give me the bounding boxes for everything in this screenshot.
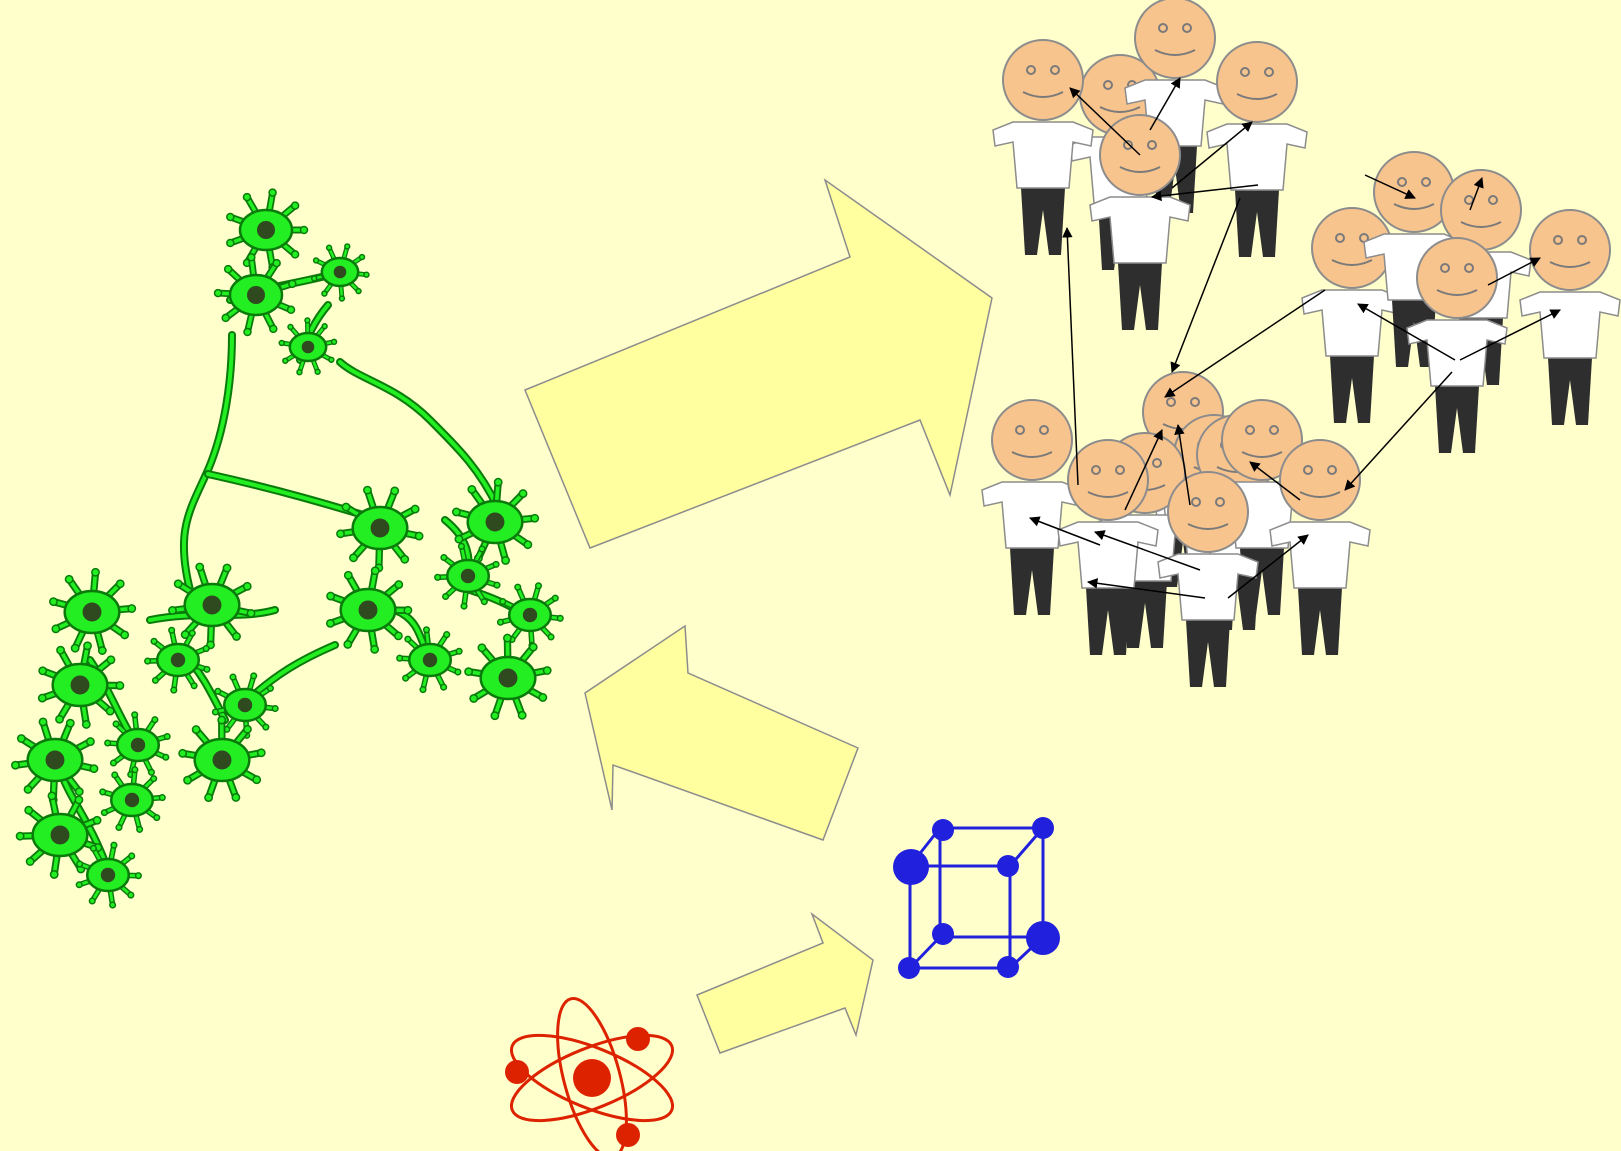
neuron [451,477,540,565]
link-arrow [1171,121,1253,189]
neuron [178,715,266,803]
person-icon [981,399,1083,615]
neuron [104,711,171,779]
link-arrow [1469,177,1484,211]
neuron [311,243,370,302]
link-arrow [1094,530,1201,571]
link-arrow [1149,77,1181,131]
person-icon [1519,209,1621,425]
neuron [325,566,413,654]
neuron-network-icon [11,188,564,909]
neuron [213,253,297,337]
link-arrow [1227,534,1309,599]
link-arrow [1164,289,1326,398]
person-icon [1206,41,1308,257]
neuron [15,791,103,879]
block-arrow-icon [524,178,993,549]
block-arrow-icon [584,624,859,841]
link-arrow [1357,303,1456,361]
person-icon [992,39,1094,255]
neuron [168,562,256,650]
link-arrow [1170,197,1241,373]
flow-arrow-neural-to-social [524,178,993,549]
link-arrow [1124,429,1163,511]
person-icon [1269,439,1371,655]
block-arrow-icon [696,911,874,1054]
crowd-of-people-icon [981,0,1621,687]
neuron [11,717,99,805]
neuron [278,317,338,376]
neuron [75,841,142,909]
link-arrow [1062,226,1079,486]
neuron [144,626,211,694]
social-links [1029,77,1561,599]
neuron [496,582,564,649]
neuron [211,672,279,739]
neuron [464,633,552,721]
neuron [396,626,463,694]
link-arrow [1029,516,1101,546]
link-arrow [1174,423,1191,506]
neuron [49,567,137,655]
neuron [434,542,501,610]
flow-arrow-crystal-to-neural [584,624,859,841]
link-arrow [1459,309,1561,361]
link-arrow [1344,371,1453,491]
person-icon [1406,237,1508,453]
atom-icon [505,996,675,1151]
link-arrow [1150,184,1259,202]
neuron [37,641,125,729]
link-arrow [1487,257,1541,286]
link-arrow [1069,87,1141,156]
link-arrow [1086,578,1206,599]
link-arrow [1364,174,1416,199]
link-arrow [1249,461,1301,501]
neuron [336,485,424,573]
neuron [99,766,166,833]
flow-arrow-atom-to-crystal [696,911,874,1054]
neuron [226,188,309,272]
cubic-lattice-icon [893,817,1060,979]
